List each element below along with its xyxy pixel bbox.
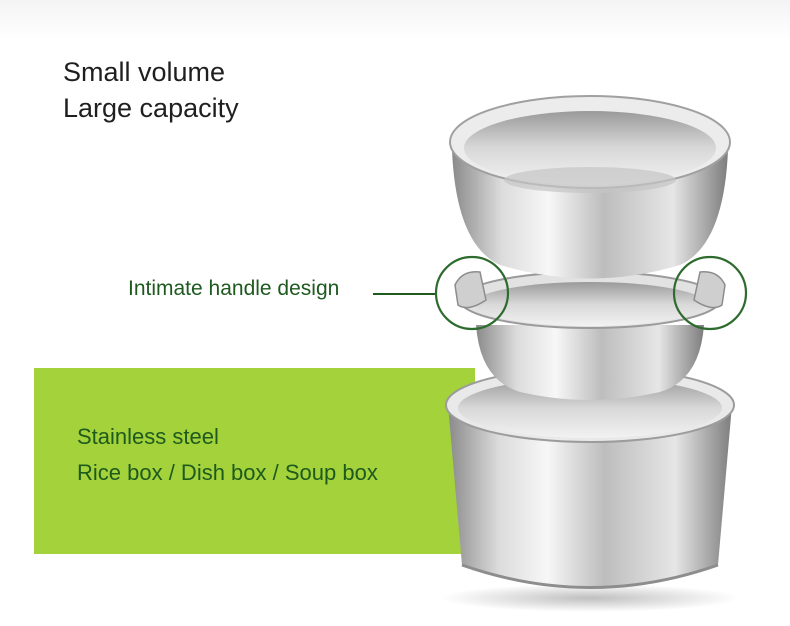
middle-bowl <box>454 271 726 400</box>
bottom-pot <box>445 367 735 589</box>
panel-text: Stainless steel Rice box / Dish box / So… <box>77 419 378 491</box>
panel-boxes-text: Rice box / Dish box / Soup box <box>77 460 378 485</box>
floor-shadow <box>440 584 740 612</box>
right-handle-tab <box>693 271 726 309</box>
top-bowl <box>449 95 731 279</box>
panel-material-text: Stainless steel <box>77 424 219 449</box>
headline: Small volume Large capacity <box>63 54 239 126</box>
headline-line-2: Large capacity <box>63 93 239 123</box>
callout-leader-line <box>373 293 437 295</box>
right-handle-highlight-circle <box>672 255 748 331</box>
top-band <box>0 0 790 40</box>
green-panel <box>34 368 475 554</box>
left-handle-tab <box>454 271 487 309</box>
handle-callout-label: Intimate handle design <box>128 277 340 300</box>
left-handle-highlight-circle <box>434 255 510 331</box>
headline-line-1: Small volume <box>63 57 226 87</box>
